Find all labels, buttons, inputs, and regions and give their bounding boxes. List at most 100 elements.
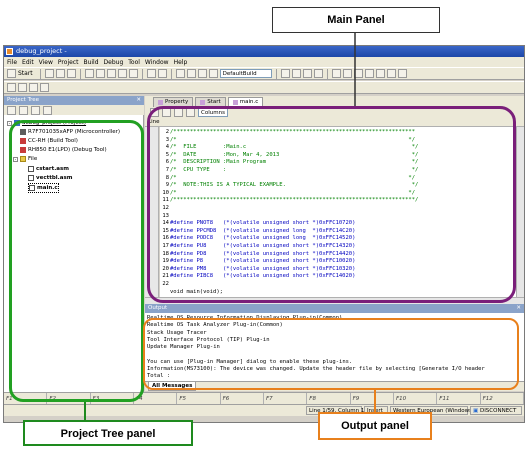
line-number: 8 bbox=[165, 174, 169, 181]
restart-icon[interactable] bbox=[386, 69, 396, 78]
memory-icon[interactable] bbox=[29, 83, 38, 92]
replace-icon[interactable] bbox=[157, 69, 167, 78]
fkey-f8[interactable]: F8 bbox=[307, 393, 351, 404]
tree-item-main-c[interactable]: main.c bbox=[28, 183, 59, 193]
toolbar-separator bbox=[79, 68, 81, 79]
tree-item-label: main.c bbox=[37, 185, 58, 191]
start-icon[interactable] bbox=[7, 69, 16, 78]
code-area[interactable]: /***************************************… bbox=[170, 127, 516, 297]
menu-window[interactable]: Window bbox=[144, 58, 169, 66]
menu-debug[interactable]: Debug bbox=[103, 58, 124, 66]
fkey-f5[interactable]: F5 bbox=[177, 393, 221, 404]
step-over-icon[interactable] bbox=[364, 69, 374, 78]
build-icon[interactable] bbox=[175, 69, 185, 78]
line-number: 15 bbox=[162, 227, 169, 234]
menu-file[interactable]: File bbox=[7, 58, 18, 66]
menu-edit[interactable]: Edit bbox=[22, 58, 34, 66]
output-line: Information(MS73100): The device was cha… bbox=[147, 366, 485, 373]
cut-icon[interactable] bbox=[84, 69, 94, 78]
code-line: #define PM8 (*(volatile unsigned short *… bbox=[170, 265, 356, 272]
toolbar-separator bbox=[39, 68, 41, 79]
fkey-f12[interactable]: F12 bbox=[481, 393, 524, 404]
close-icon[interactable]: ✕ bbox=[516, 305, 521, 311]
fkey-f10[interactable]: F10 bbox=[394, 393, 438, 404]
fkey-f4[interactable]: F4 bbox=[134, 393, 178, 404]
settings-icon[interactable] bbox=[19, 105, 28, 115]
collapse-toggle-icon[interactable]: - bbox=[13, 156, 18, 162]
code-line: #define PU8 (*(volatile unsigned short *… bbox=[170, 243, 356, 249]
menu-tool[interactable]: Tool bbox=[128, 58, 140, 66]
output-body[interactable]: Realtime OS Resource Information Display… bbox=[145, 313, 524, 381]
reset-icon[interactable] bbox=[313, 69, 323, 78]
close-icon[interactable]: ✕ bbox=[136, 97, 141, 103]
redo-icon[interactable] bbox=[128, 69, 138, 78]
menu-view[interactable]: View bbox=[38, 58, 53, 66]
tab-label: main.c bbox=[239, 99, 259, 105]
tree-item-file-folder[interactable]: - File bbox=[13, 155, 37, 163]
menu-build[interactable]: Build bbox=[83, 58, 99, 66]
output-line: Update Manager Plug-in bbox=[147, 344, 220, 351]
tree-item-vecttbl[interactable]: vecttbl.asm bbox=[28, 174, 72, 182]
editor-vertical-scrollbar[interactable] bbox=[516, 127, 524, 297]
undo-icon[interactable] bbox=[117, 69, 127, 78]
fkey-f9[interactable]: F9 bbox=[351, 393, 394, 404]
collapse-icon[interactable] bbox=[31, 105, 40, 115]
menu-project[interactable]: Project bbox=[57, 58, 79, 66]
tab-start[interactable]: Start bbox=[195, 97, 226, 107]
download-icon[interactable] bbox=[280, 69, 290, 78]
secondary-toolbar bbox=[4, 81, 524, 94]
code-line: #define P8 (*(volatile unsigned short *)… bbox=[170, 258, 356, 265]
build-config-select[interactable]: DefaultBuild bbox=[219, 69, 272, 78]
tree-item-cstart[interactable]: cstart.asm bbox=[28, 165, 69, 173]
tree-item-label: CC-RH (Build Tool) bbox=[28, 138, 78, 144]
panel-icon[interactable] bbox=[7, 83, 16, 92]
go-icon[interactable] bbox=[331, 69, 341, 78]
toolbar-separator bbox=[275, 68, 277, 79]
save-icon[interactable] bbox=[66, 69, 76, 78]
paste-icon[interactable] bbox=[106, 69, 116, 78]
refresh-icon[interactable] bbox=[43, 105, 52, 115]
step-in-icon[interactable] bbox=[353, 69, 363, 78]
fkey-f7[interactable]: F7 bbox=[264, 393, 308, 404]
fkey-f1[interactable]: F1 bbox=[4, 393, 48, 404]
file-icon bbox=[232, 100, 238, 105]
tree-item-debug-tool[interactable]: RH850 E1(LPD) (Debug Tool) bbox=[20, 146, 107, 154]
line-header-label: Line bbox=[148, 119, 160, 125]
find-icon[interactable] bbox=[146, 69, 156, 78]
disconnect-icon[interactable] bbox=[302, 69, 312, 78]
menu-help[interactable]: Help bbox=[173, 58, 188, 66]
toolbar-separator bbox=[141, 68, 143, 79]
tab-main-c[interactable]: main.c bbox=[227, 97, 264, 107]
copy-icon[interactable] bbox=[95, 69, 105, 78]
project-tree-title: Project Tree bbox=[7, 97, 40, 103]
tab-property[interactable]: Property bbox=[153, 97, 194, 107]
main-toolbar: Start DefaultBuild bbox=[4, 67, 524, 80]
register-icon[interactable] bbox=[40, 83, 49, 92]
fkey-f11[interactable]: F11 bbox=[437, 393, 481, 404]
open-icon[interactable] bbox=[55, 69, 65, 78]
watch-icon[interactable] bbox=[18, 83, 27, 92]
rebuild-icon[interactable] bbox=[186, 69, 196, 78]
stop-build-icon[interactable] bbox=[208, 69, 218, 78]
code-line: #define PPCMD8 (*(volatile unsigned long… bbox=[170, 227, 356, 234]
menu-bar: File Edit View Project Build Debug Tool … bbox=[4, 57, 524, 67]
stop-icon[interactable] bbox=[342, 69, 352, 78]
app-icon bbox=[6, 48, 13, 55]
start-button-label[interactable]: Start bbox=[18, 70, 33, 77]
tree-item-build-tool[interactable]: CC-RH (Build Tool) bbox=[20, 137, 78, 145]
tree-item-microcontroller[interactable]: R7F701035xAFP (Microcontroller) bbox=[20, 128, 120, 136]
fkey-f6[interactable]: F6 bbox=[221, 393, 264, 404]
connection-label: DISCONNECT bbox=[479, 408, 517, 414]
step-out-icon[interactable] bbox=[375, 69, 385, 78]
line-number: 21 bbox=[162, 273, 169, 280]
collapse-toggle-icon[interactable]: - bbox=[7, 120, 12, 126]
property-icon bbox=[158, 100, 163, 105]
connect-icon[interactable] bbox=[291, 69, 301, 78]
clean-icon[interactable] bbox=[197, 69, 207, 78]
line-number: 16 bbox=[162, 235, 169, 242]
run-to-cursor-icon[interactable] bbox=[397, 69, 407, 78]
sort-icon[interactable] bbox=[7, 105, 16, 115]
line-number: 18 bbox=[162, 250, 169, 257]
new-icon[interactable] bbox=[44, 69, 54, 78]
